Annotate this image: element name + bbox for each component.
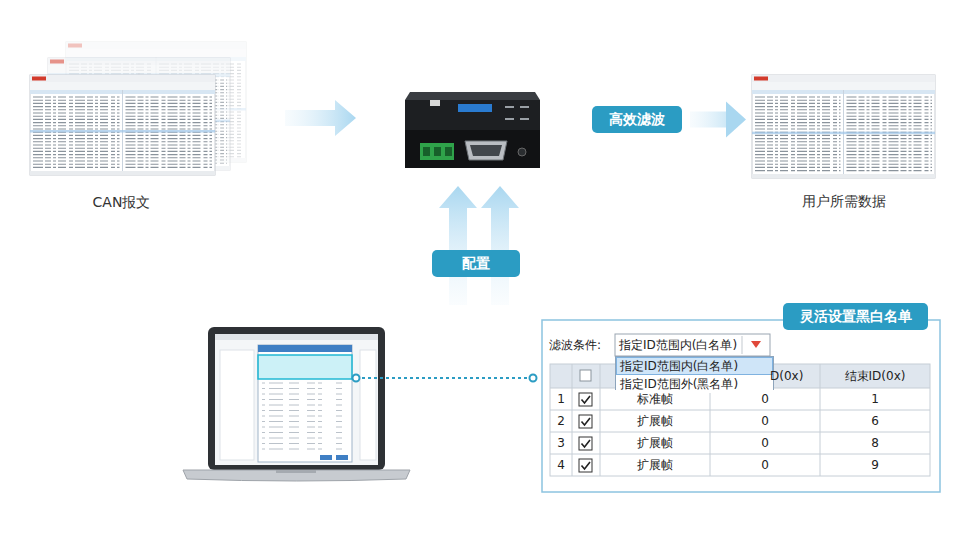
- table-cell: 1: [871, 392, 879, 406]
- flow-connector: [690, 102, 746, 138]
- table-cell: 8: [871, 436, 879, 450]
- message-stack: CAN报文: [30, 42, 246, 175]
- process-pill: 高效滤波: [592, 106, 682, 133]
- node-text: 高效滤波: [609, 111, 665, 129]
- node-text: 指定ID范围外(黑名单): [616, 375, 773, 393]
- result-screenshot: 用户所需数据: [752, 75, 935, 178]
- table-cell: 0: [761, 436, 769, 450]
- table-cell: 0: [761, 414, 769, 428]
- flow-arrow: [285, 100, 356, 136]
- table-cell: 扩展帧: [637, 436, 673, 450]
- process-pill: 配置: [432, 250, 520, 277]
- can-device: [405, 92, 540, 168]
- node-text: 指定ID范围内(白名单): [616, 357, 773, 375]
- leader-dot: [353, 375, 360, 382]
- node-text: 配置: [462, 255, 490, 273]
- dropdown-list: 指定ID范围内(白名单)指定ID范围外(黑名单): [615, 356, 774, 390]
- laptop: [183, 327, 410, 481]
- table-cell: 0: [761, 458, 769, 472]
- flow-arrow: [481, 186, 519, 305]
- node-text: 用户所需数据: [752, 193, 935, 211]
- software-screenshot: [30, 75, 215, 175]
- filter-ui: [542, 320, 940, 492]
- node-text: CAN报文: [30, 194, 213, 212]
- filter-panel: 灵活设置黑白名单指定ID范围内(白名单)指定ID范围内(白名单)指定ID范围外(…: [783, 303, 928, 330]
- select-box: 指定ID范围内(白名单): [615, 334, 743, 356]
- software-screenshot: [752, 75, 935, 178]
- table-cell: 0: [761, 392, 769, 406]
- table-cell: 扩展帧: [637, 458, 673, 472]
- table-header: 结束ID(0x): [845, 369, 906, 383]
- table-cell: 标准帧: [637, 392, 673, 406]
- table-cell: 6: [871, 414, 879, 428]
- flow-arrow: [439, 186, 477, 305]
- node-text: 指定ID范围内(白名单): [619, 337, 737, 354]
- table-cell: 1: [557, 392, 565, 406]
- table-cell: 3: [557, 436, 565, 450]
- node-text: 灵活设置黑白名单: [800, 308, 912, 326]
- table-header: 滤波条件:: [549, 338, 601, 352]
- table-cell: 9: [871, 458, 879, 472]
- leader-line: [356, 377, 533, 379]
- leader-dot: [530, 375, 537, 382]
- table-header: D(0x): [770, 369, 803, 383]
- table-cell: 扩展帧: [637, 414, 673, 428]
- table-cell: 4: [557, 458, 565, 472]
- table-cell: 2: [557, 414, 565, 428]
